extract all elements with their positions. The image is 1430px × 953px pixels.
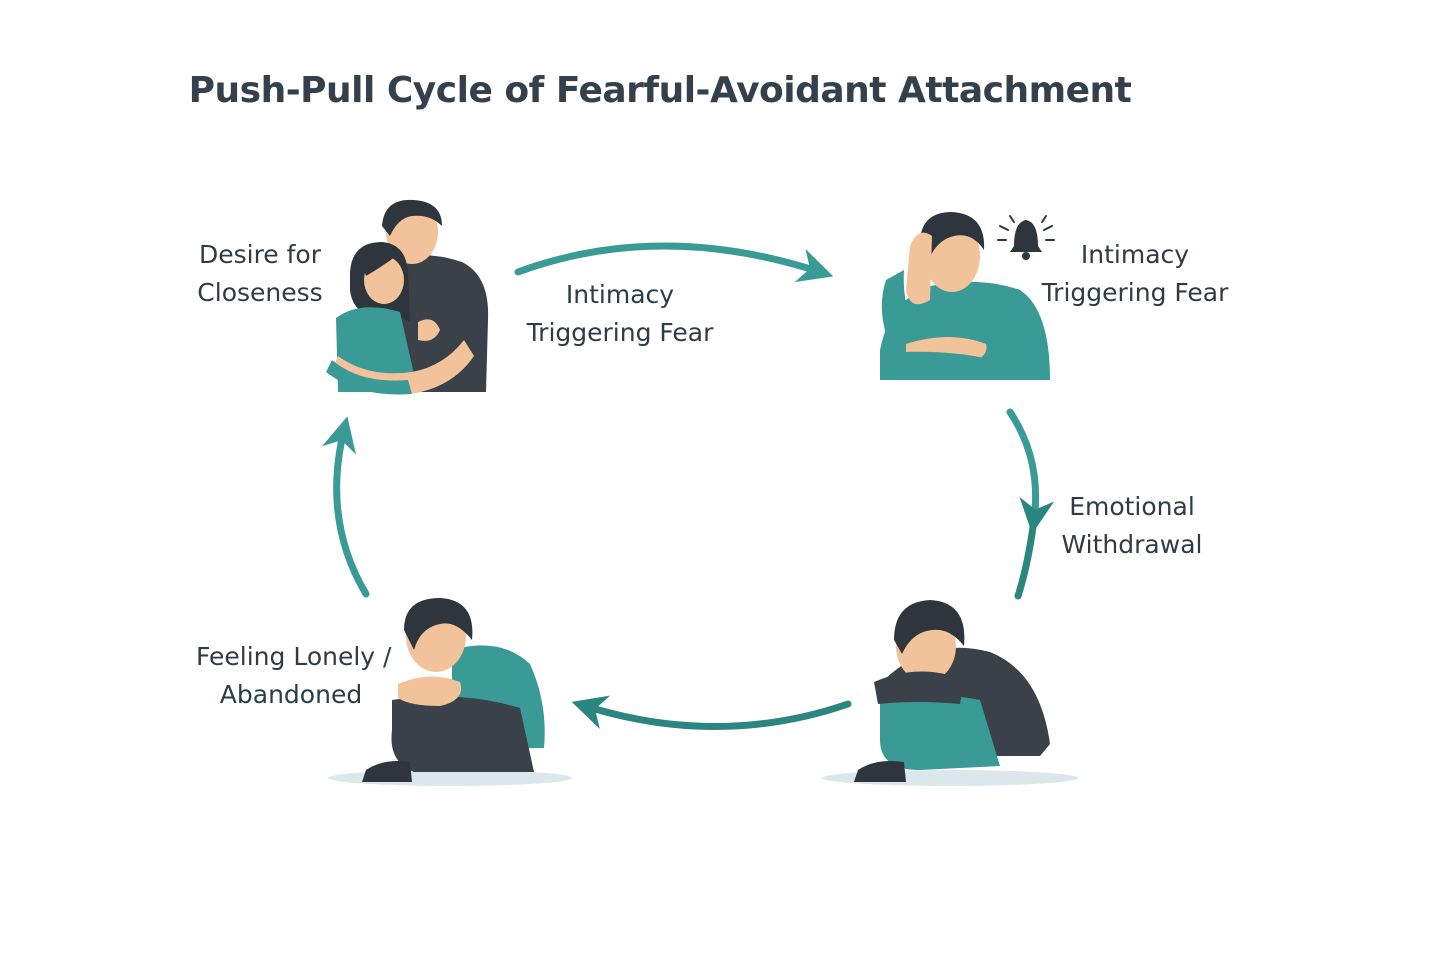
couple-hug-icon [326, 199, 489, 395]
stage-label-line: Triggering Fear [1041, 278, 1229, 307]
stage-label-line: Intimacy [1080, 240, 1190, 269]
stage-label-line: Closeness [197, 278, 323, 307]
stage-label-fear-top: Intimacy Triggering Fear [525, 276, 715, 352]
stage-label-lonely: Feeling Lonely / Abandoned [196, 638, 392, 714]
arrow-fear-to-withdrawal [1006, 408, 1055, 534]
stressed-person-icon [880, 212, 1050, 380]
alarm-bell-icon [997, 215, 1055, 260]
arrow-withdrawal-to-lonely [571, 695, 852, 730]
arrow-withdrawal-continue [1014, 516, 1038, 600]
stage-label-closeness: Desire for Closeness [180, 236, 340, 312]
stage-label-line: Desire for [198, 240, 322, 269]
stage-label-line: Withdrawal [1061, 530, 1203, 559]
arrow-lonely-to-closeness [322, 416, 370, 598]
arrow-closeness-to-fear [514, 242, 834, 283]
stage-label-withdrawal: Emotional Withdrawal [1052, 488, 1212, 564]
stage-label-line: Abandoned [219, 680, 363, 709]
withdrawn-person-icon [822, 600, 1078, 786]
stage-label-line: Intimacy [565, 280, 675, 309]
stage-label-fear-right: Intimacy Triggering Fear [1040, 236, 1230, 312]
stage-label-line: Triggering Fear [526, 318, 714, 347]
lonely-person-icon [328, 598, 572, 786]
stage-label-line: Feeling Lonely / [196, 642, 392, 671]
diagram-title: Push-Pull Cycle of Fearful-Avoidant Atta… [188, 70, 1132, 111]
stage-label-line: Emotional [1069, 492, 1195, 521]
